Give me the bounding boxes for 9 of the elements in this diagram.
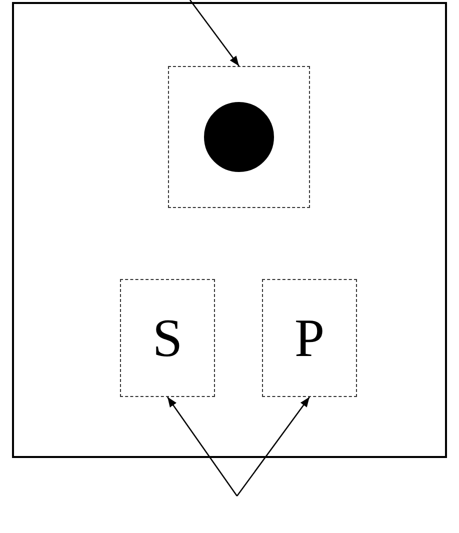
letter-label: P [294,311,325,365]
arrow [236,396,310,496]
letter-box [120,279,215,397]
letter-box [262,279,357,397]
arrow [166,396,238,496]
letter-label: S [152,311,183,365]
arrow [189,0,240,66]
dashed-box [168,66,310,208]
frame-box [12,2,447,458]
